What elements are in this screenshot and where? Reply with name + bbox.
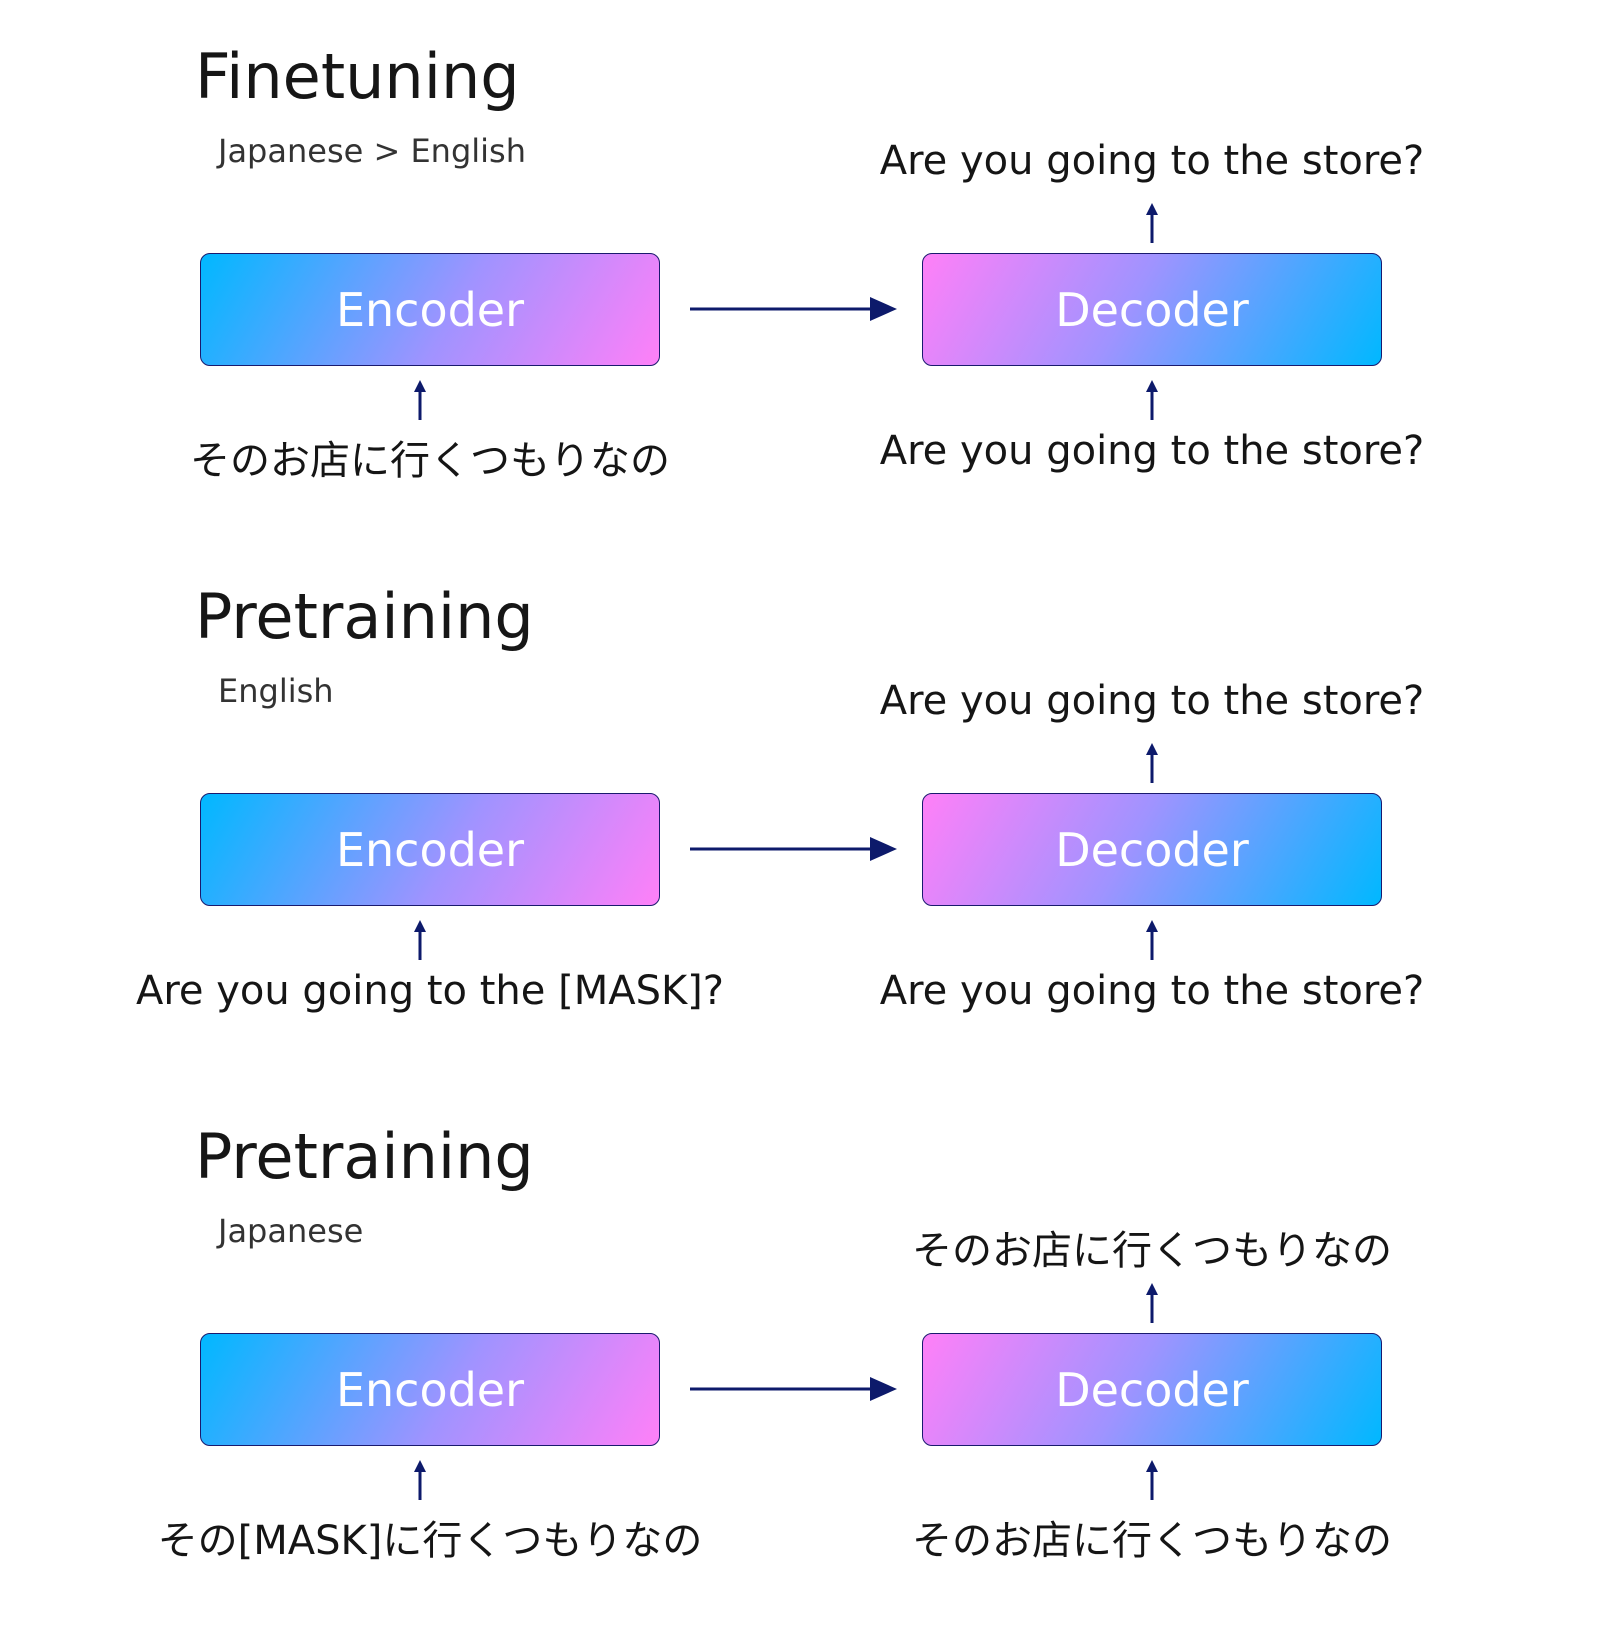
decoder-output-arrow xyxy=(1146,743,1158,783)
arrows xyxy=(414,1283,1158,1500)
encoder-input-arrow xyxy=(414,380,426,420)
section-title: Finetuning xyxy=(195,40,520,113)
encoder-input-arrow xyxy=(414,920,426,960)
encoder-input-text: そのお店に行くつもりなの xyxy=(190,438,670,484)
decoder-block: Decoder xyxy=(922,253,1382,366)
section-pretraining-english: Pretraining English Are you going to the… xyxy=(0,540,1600,1080)
encoder-to-decoder-arrow xyxy=(690,837,897,861)
section-title: Pretraining xyxy=(195,1120,534,1193)
decoder-output-text: Are you going to the store? xyxy=(879,138,1425,184)
section-subtitle: Japanese > English xyxy=(218,132,526,170)
section-pretraining-japanese: Pretraining Japanese そのお店に行くつもりなの Encode… xyxy=(0,1080,1600,1620)
decoder-input-arrow xyxy=(1146,1460,1158,1500)
section-subtitle: Japanese xyxy=(218,1212,364,1250)
section-title: Pretraining xyxy=(195,580,534,653)
encoder-input-text: Are you going to the [MASK]? xyxy=(135,968,725,1014)
decoder-input-text: Are you going to the store? xyxy=(879,428,1425,474)
encoder-to-decoder-arrow xyxy=(690,297,897,321)
encoder-input-arrow xyxy=(414,1460,426,1500)
section-finetuning: Finetuning Japanese > English Are you go… xyxy=(0,0,1600,540)
decoder-block: Decoder xyxy=(922,793,1382,906)
encoder-block: Encoder xyxy=(200,1333,660,1446)
decoder-label: Decoder xyxy=(1055,822,1249,877)
encoder-label: Encoder xyxy=(335,822,525,877)
decoder-block: Decoder xyxy=(922,1333,1382,1446)
encoder-label: Encoder xyxy=(335,1362,525,1417)
arrows xyxy=(414,743,1158,960)
decoder-input-text: Are you going to the store? xyxy=(879,968,1425,1014)
decoder-input-arrow xyxy=(1146,380,1158,420)
encoder-block: Encoder xyxy=(200,793,660,906)
encoder-to-decoder-arrow xyxy=(690,1377,897,1401)
decoder-output-arrow xyxy=(1146,203,1158,243)
decoder-label: Decoder xyxy=(1055,1362,1249,1417)
arrows xyxy=(414,203,1158,420)
decoder-label: Decoder xyxy=(1055,282,1249,337)
encoder-block: Encoder xyxy=(200,253,660,366)
decoder-output-text: Are you going to the store? xyxy=(879,678,1425,724)
decoder-output-arrow xyxy=(1146,1283,1158,1323)
section-subtitle: English xyxy=(218,672,334,710)
decoder-output-text: そのお店に行くつもりなの xyxy=(912,1228,1392,1274)
encoder-label: Encoder xyxy=(335,282,525,337)
encoder-input-text: その[MASK]に行くつもりなの xyxy=(157,1518,703,1564)
decoder-input-text: そのお店に行くつもりなの xyxy=(912,1518,1392,1564)
decoder-input-arrow xyxy=(1146,920,1158,960)
